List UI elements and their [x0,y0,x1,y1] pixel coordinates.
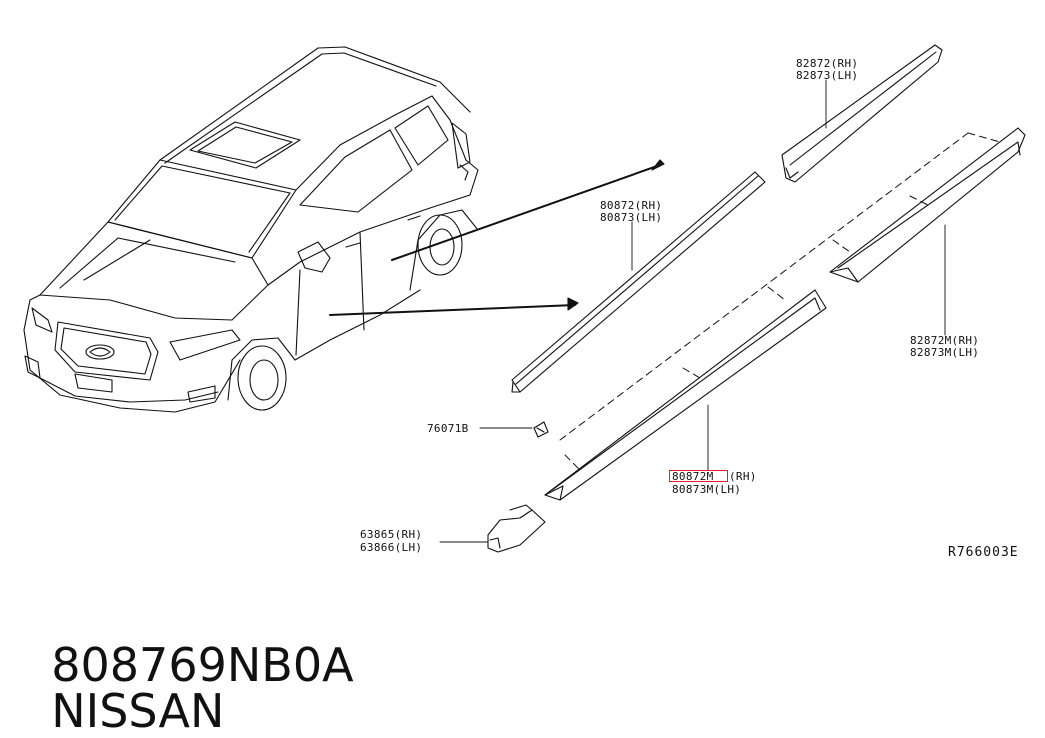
label-76071b: 76071B [427,422,469,435]
label-63865-rh: 63865(RH) [360,528,422,541]
label-80872m-rh: 80872M [672,470,714,483]
molding-82872-shape [781,44,943,183]
reference-code: R766003E [948,545,1019,560]
clip-76071b-shape [533,421,549,438]
label-82872-rh: 82872(RH) [796,57,858,70]
pointer-arrows [329,159,665,316]
bracket-63865-shape [487,504,546,553]
label-82872m-rh: 82872M(RH) [910,334,979,347]
label-80872-rh: 80872(RH) [600,199,662,212]
vehicle-illustration [23,46,479,413]
parts-diagram: 82872(RH) 82873(LH) 80872(RH) 80873(LH) … [23,44,1026,560]
part-number: 808769NB0A [51,638,354,692]
molding-80872-shape [511,171,766,393]
leader-lines [439,79,946,543]
label-82873-lh: 82873(LH) [796,69,858,82]
label-82873m-lh: 82873M(LH) [910,346,979,359]
brand-name: NISSAN [51,684,225,738]
molding-80872m-shape [544,289,827,501]
label-80873-lh: 80873(LH) [600,211,662,224]
caption: 808769NB0A NISSAN [22,596,402,734]
highlight-box [669,470,728,482]
label-80872m-rh-suffix: (RH) [729,470,757,483]
molding-82872m-shape [829,127,1026,283]
label-63866-lh: 63866(LH) [360,541,422,554]
label-80873m-lh: 80873M(LH) [672,483,741,496]
assembly-dashed-lines [559,132,1001,471]
